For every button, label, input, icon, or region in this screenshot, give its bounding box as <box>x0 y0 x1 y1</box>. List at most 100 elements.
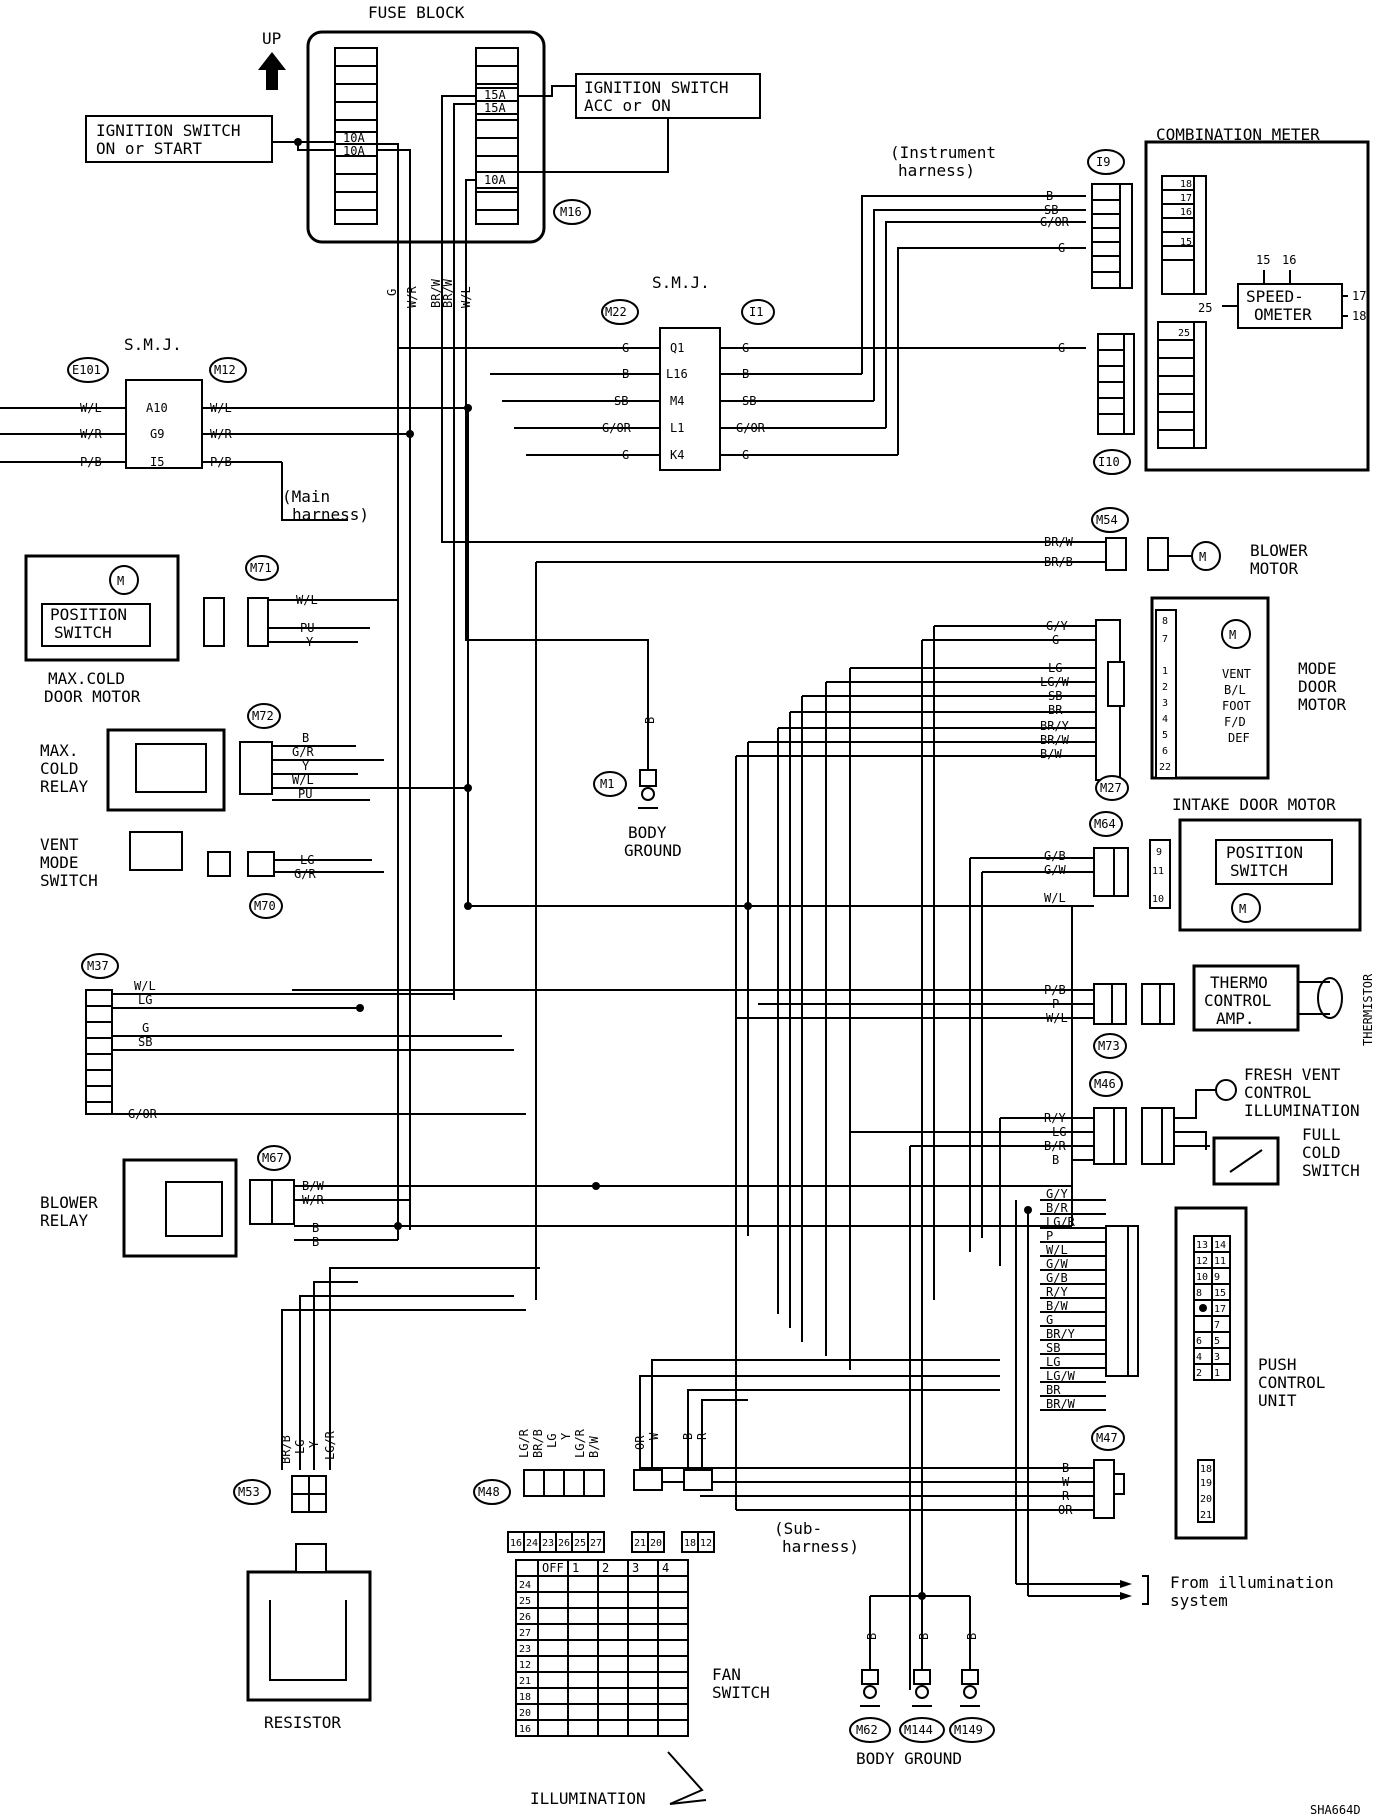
fuse-wire-brw-2: BR/W <box>441 278 455 308</box>
fan-row-12: 12 <box>519 1660 531 1671</box>
figure-code: SHA664D <box>1310 1803 1361 1817</box>
pcu-wire-10: BR/Y <box>1046 1327 1076 1341</box>
pcu-pin-3: 3 <box>1214 1352 1220 1363</box>
fuse-output-wires: G W/R BR/W BR/W W/L <box>377 95 476 1230</box>
smj-left-row1-pin: A10 <box>146 401 168 415</box>
m27-pin-7: 7 <box>1162 634 1168 645</box>
body-ground-bottom-label: BODY GROUND <box>856 1749 962 1768</box>
tca-label-line2: CONTROL <box>1204 991 1271 1010</box>
fuse-10a-1: 10A <box>343 131 365 145</box>
pcu-label-line1: PUSH <box>1258 1355 1297 1374</box>
m149-connector: M149 <box>954 1723 983 1737</box>
intake-motor-icon: M <box>1239 902 1246 916</box>
meter-pin-25: 25 <box>1178 328 1190 339</box>
speedo-pin-17: 17 <box>1352 289 1366 303</box>
fuse-wire-g: G <box>385 289 399 296</box>
fuse-15a-1: 15A <box>484 88 506 102</box>
fan-switch-line2: SWITCH <box>712 1683 770 1702</box>
fan-term-b-20: 20 <box>650 1538 662 1549</box>
i9-wire-b: B <box>1046 189 1053 203</box>
m70-connector: M70 <box>254 899 276 913</box>
pcu-pin-14: 14 <box>1214 1240 1226 1251</box>
fuse-10a-2: 10A <box>343 144 365 158</box>
combination-meter: COMBINATION METER I9 B SB G/OR G G I10 1… <box>1040 125 1370 475</box>
from-illumination-line1: From illumination <box>1170 1573 1334 1592</box>
speedo-pin-25: 25 <box>1198 301 1212 315</box>
mode-pos-fd: F/D <box>1224 715 1246 729</box>
pcu-wire-4: W/L <box>1046 1243 1068 1257</box>
meter-pin-16: 16 <box>1180 207 1192 218</box>
meter-pin-15: 15 <box>1180 237 1192 248</box>
smj-center-row3-pin: M4 <box>670 394 684 408</box>
full-cold-line1: FULL <box>1302 1125 1341 1144</box>
fan-term-a-26: 26 <box>558 1538 570 1549</box>
speedometer-line1: SPEED- <box>1246 287 1304 306</box>
ign-on-start-line2: ON or START <box>96 139 202 158</box>
m27-wire-bw: B/W <box>1040 747 1062 761</box>
br-label-line1: BLOWER <box>40 1193 98 1212</box>
pcu-pin-17: 17 <box>1214 1304 1226 1315</box>
m48-wire-y: Y <box>559 1432 573 1440</box>
ignition-switch-on-start: IGNITION SWITCH ON or START <box>85 115 273 163</box>
smj-center-title: S.M.J. <box>652 273 710 292</box>
m67-wire-b1: B <box>312 1221 319 1235</box>
fan-term-c-12: 12 <box>700 1538 712 1549</box>
pcu-wire-13: LG/W <box>1046 1369 1076 1383</box>
smj-left-row3-right: P/B <box>210 455 232 469</box>
fan-term-a-27: 27 <box>590 1538 602 1549</box>
pcu-pin-8: 8 <box>1196 1288 1202 1299</box>
smj-left: S.M.J. E101 M12 W/L A10 W/L W/R G9 W/R P… <box>0 335 472 521</box>
max-cold-door-motor: POSITION SWITCH M M71 MAX.COLD DOOR MOTO… <box>24 554 398 706</box>
fresh-vent-line2: CONTROL <box>1244 1083 1311 1102</box>
mode-door-motor-icon: M <box>1229 628 1236 642</box>
m47-connector: M47 <box>1096 1431 1118 1445</box>
meter-pin-18: 18 <box>1180 179 1192 190</box>
m46-connector: M46 <box>1094 1077 1116 1091</box>
idm-switch-line1: POSITION <box>1226 843 1303 862</box>
intake-door-motor-title: INTAKE DOOR MOTOR <box>1172 795 1336 814</box>
speedo-pin-15: 15 <box>1256 253 1270 267</box>
sub-harness-line1: (Sub- <box>774 1519 822 1538</box>
pcu-label-line3: UNIT <box>1258 1391 1297 1410</box>
vms-label-line1: VENT <box>40 835 79 854</box>
m1-label-line1: BODY <box>628 823 667 842</box>
pcu-wire-14: BR <box>1046 1383 1061 1397</box>
pcu-wire-15: BR/W <box>1046 1397 1076 1411</box>
mcdm-label-line1: MAX.COLD <box>48 669 125 688</box>
up-label: UP <box>262 29 281 48</box>
pcu-pin-21: 21 <box>1200 1510 1212 1521</box>
fan-term-b-21: 21 <box>634 1538 646 1549</box>
m48-wire-brb: BR/B <box>531 1429 545 1458</box>
m27-wire-brw: BR/W <box>1040 733 1070 747</box>
thermistor-label: THERMISTOR <box>1361 973 1375 1046</box>
m48-wire-lg: LG <box>545 1434 559 1448</box>
m27-connector: M27 <box>1100 781 1122 795</box>
pcu-pin-7: 7 <box>1214 1320 1220 1331</box>
ignition-switch-acc-on: IGNITION SWITCH ACC or ON <box>575 73 761 119</box>
smj-center: S.M.J. M22 I1 G Q1 G B L16 B SB M4 SB G/… <box>398 273 1086 471</box>
mdm-label-line3: MOTOR <box>1298 695 1347 714</box>
blower-motor-line1: BLOWER <box>1250 541 1308 560</box>
m71-wire-wl: W/L <box>296 593 318 607</box>
m70-wire-gr: G/R <box>294 867 316 881</box>
fresh-vent-line3: ILLUMINATION <box>1244 1101 1360 1120</box>
mcdm-switch-line2: SWITCH <box>54 623 112 642</box>
pcu-pin-19: 19 <box>1200 1478 1212 1489</box>
m27-wire-br: BR <box>1048 703 1063 717</box>
fan-row-23: 23 <box>519 1644 531 1655</box>
pcu-wire-9: G <box>1046 1313 1053 1327</box>
smj-center-row4-right: G/OR <box>736 421 766 435</box>
pcu-pin-1: 1 <box>1214 1368 1220 1379</box>
speedo-pin-16: 16 <box>1282 253 1296 267</box>
fuse-block: FUSE BLOCK 10A 10A 15A 15A 10A M16 <box>306 3 591 244</box>
tca-label-line3: AMP. <box>1216 1009 1255 1028</box>
pcu-wire-8: B/W <box>1046 1299 1068 1313</box>
mcdm-label-line2: DOOR MOTOR <box>44 687 141 706</box>
ign-acc-on-line2: ACC or ON <box>584 96 671 115</box>
pcu-wire-3: P <box>1046 1229 1053 1243</box>
pcu-wire-6: G/B <box>1046 1271 1068 1285</box>
m48-wire-bw: B/W <box>587 1436 601 1458</box>
blower-motor-line2: MOTOR <box>1250 559 1299 578</box>
mdm-label-line2: DOOR <box>1298 677 1337 696</box>
